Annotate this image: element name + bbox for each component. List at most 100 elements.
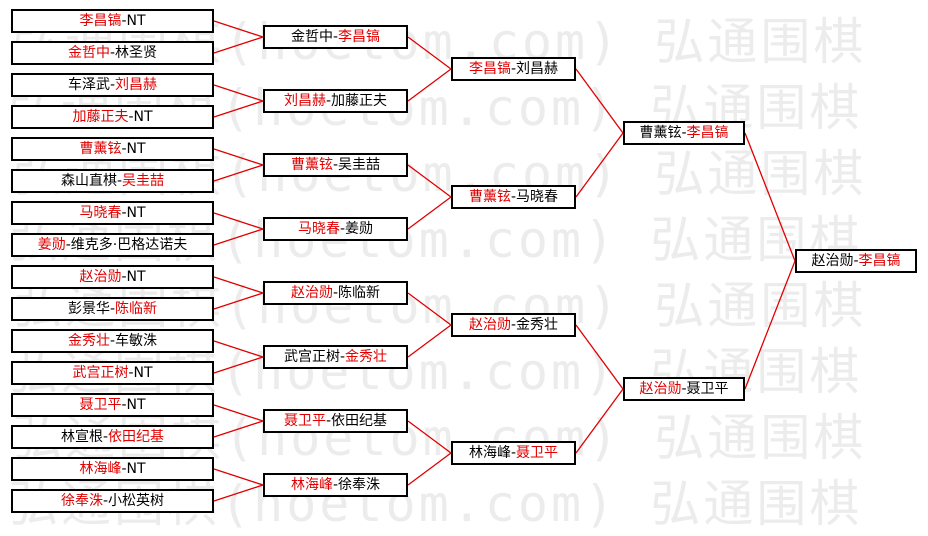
connector-line <box>213 100 264 118</box>
player-name: 曹薰铉 <box>79 141 122 157</box>
vs-separator: - <box>325 413 332 429</box>
match-box: 武宫正树-金秀壮 <box>263 345 408 369</box>
vs-separator: - <box>339 221 346 237</box>
connector-line <box>213 36 264 54</box>
player-name: 林海峰 <box>290 477 333 493</box>
connector-line <box>213 484 264 502</box>
match-box: 曹薰铉-NT <box>11 137 214 161</box>
player-name: NT <box>126 397 146 413</box>
match-box: 李昌镐-刘昌赫 <box>451 57 576 81</box>
player-name: 依田纪基 <box>108 429 165 445</box>
vs-separator: - <box>121 461 127 477</box>
connector-line <box>407 324 452 358</box>
match-box: 金秀壮-车敏洙 <box>11 329 214 353</box>
vs-separator: - <box>681 125 687 141</box>
player-name: 马晓春 <box>79 205 122 221</box>
player-name: 马晓春 <box>297 221 340 237</box>
vs-separator: - <box>121 13 127 29</box>
match-box: 赵治勋-陈临新 <box>263 281 408 305</box>
vs-separator: - <box>853 253 859 269</box>
player-name: 森山直棋 <box>60 173 117 189</box>
player-name: NT <box>126 269 146 285</box>
connector-line <box>575 388 624 454</box>
connector-line <box>407 36 452 70</box>
vs-separator: - <box>128 365 134 381</box>
match-box: 赵治勋-聂卫平 <box>623 377 745 401</box>
player-name: 赵治勋 <box>468 317 511 333</box>
vs-separator: - <box>109 333 116 349</box>
match-box: 林海峰-聂卫平 <box>451 441 576 465</box>
player-name: 聂卫平 <box>79 397 122 413</box>
vs-separator: - <box>65 237 71 253</box>
player-name: 徐奉洙 <box>60 493 103 509</box>
connector-line <box>407 68 452 102</box>
player-name: 李昌镐 <box>468 61 511 77</box>
match-box: 曹薰铉-李昌镐 <box>623 121 745 145</box>
player-name: NT <box>126 461 146 477</box>
match-box: 加藤正夫-NT <box>11 105 214 129</box>
player-name: 赵治勋 <box>290 285 333 301</box>
player-name: 姜勋 <box>37 237 66 253</box>
connector-line <box>213 340 264 358</box>
vs-separator: - <box>332 29 339 45</box>
connector-line <box>744 260 796 390</box>
player-name: 林海峰 <box>468 445 511 461</box>
match-box: 森山直棋-吴圭喆 <box>11 169 214 193</box>
player-name: 刘昌赫 <box>115 77 158 93</box>
player-name: NT <box>133 365 153 381</box>
connector-line <box>213 148 264 166</box>
vs-separator: - <box>332 477 339 493</box>
vs-separator: - <box>102 493 109 509</box>
player-name: 陈临新 <box>115 301 158 317</box>
match-box: 彭景华-陈临新 <box>11 297 214 321</box>
match-box: 林海峰-徐奉洙 <box>263 473 408 497</box>
connector-line <box>575 324 624 390</box>
player-name: 曹薰铉 <box>468 189 511 205</box>
vs-separator: - <box>332 157 339 173</box>
player-name: 李昌镐 <box>338 29 381 45</box>
player-name: 赵治勋 <box>639 381 682 397</box>
player-name: 聂卫平 <box>516 445 559 461</box>
connector-line <box>213 20 264 38</box>
match-box: 马晓春-姜勋 <box>263 217 408 241</box>
match-box: 金哲中-林圣贤 <box>11 41 214 65</box>
match-box: 赵治勋-NT <box>11 265 214 289</box>
bracket-connectors <box>213 20 796 502</box>
connector-line <box>213 292 264 310</box>
vs-separator: - <box>121 397 127 413</box>
player-name: 维克多·巴格达诺夫 <box>70 237 188 253</box>
player-name: NT <box>126 13 146 29</box>
vs-separator: - <box>339 349 346 365</box>
vs-separator: - <box>681 381 687 397</box>
match-box: 马晓春-NT <box>11 201 214 225</box>
player-name: 武宫正树 <box>283 349 340 365</box>
match-box: 曹薰铉-马晓春 <box>451 185 576 209</box>
player-name: 金秀壮 <box>345 349 388 365</box>
player-name: 依田纪基 <box>331 413 388 429</box>
match-box: 刘昌赫-加藤正夫 <box>263 89 408 113</box>
player-name: 小松英树 <box>108 493 165 509</box>
match-box: 林宣根-依田纪基 <box>11 425 214 449</box>
match-box: 聂卫平-NT <box>11 393 214 417</box>
match-box: 聂卫平-依田纪基 <box>263 409 408 433</box>
player-name: 武宫正树 <box>72 365 129 381</box>
connector-line <box>213 84 264 102</box>
connector-line <box>213 404 264 422</box>
connector-line <box>407 420 452 454</box>
player-name: 曹薰铉 <box>290 157 333 173</box>
connector-line <box>575 132 624 198</box>
player-name: 车敏洙 <box>115 333 158 349</box>
vs-separator: - <box>510 445 517 461</box>
match-box: 武宫正树-NT <box>11 361 214 385</box>
match-box: 李昌镐-NT <box>11 9 214 33</box>
match-box: 赵治勋-金秀壮 <box>451 313 576 337</box>
player-name: 金秀壮 <box>516 317 559 333</box>
player-name: NT <box>126 205 146 221</box>
match-box: 姜勋-维克多·巴格达诺夫 <box>11 233 214 257</box>
player-name: 聂卫平 <box>686 381 729 397</box>
player-name: 赵治勋 <box>79 269 122 285</box>
connector-line <box>575 68 624 134</box>
vs-separator: - <box>510 189 517 205</box>
player-name: NT <box>133 109 153 125</box>
player-name: 赵治勋 <box>811 253 854 269</box>
